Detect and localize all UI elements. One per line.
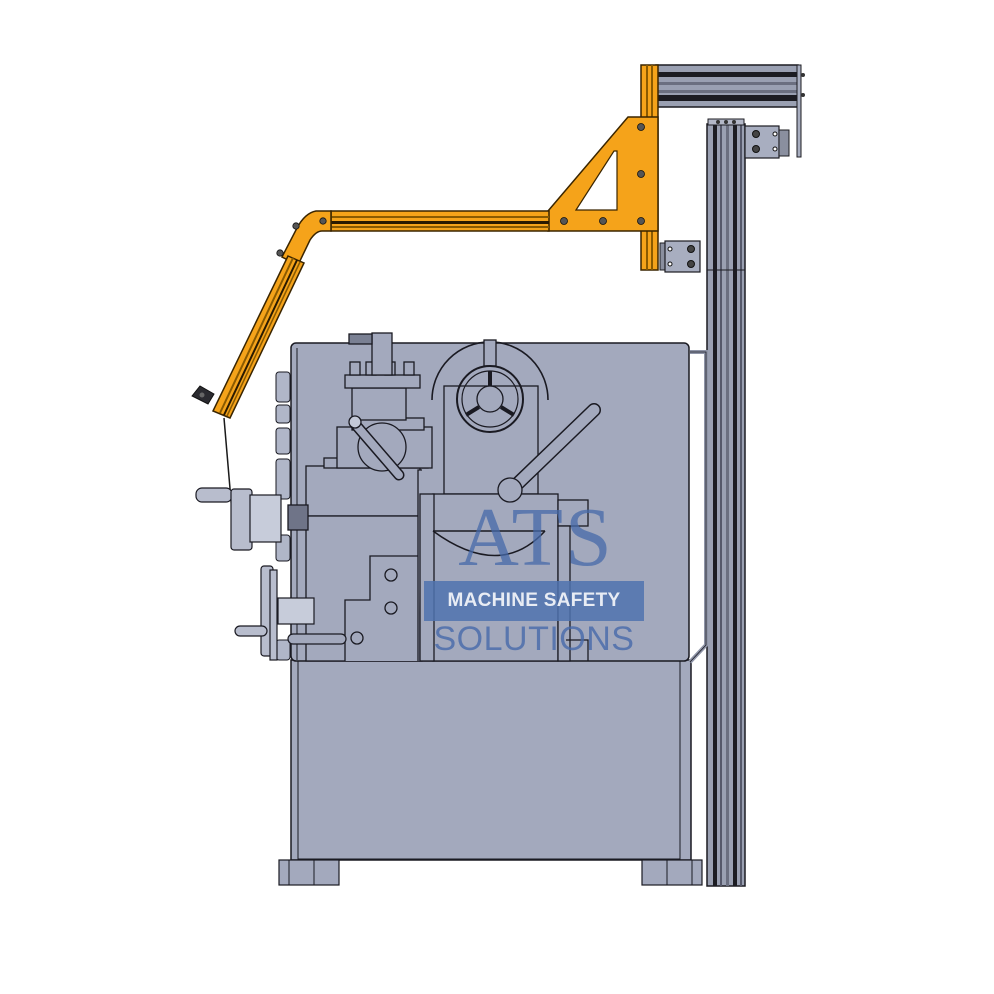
extrusion-column bbox=[706, 118, 746, 887]
compound-rest bbox=[323, 332, 433, 481]
carriage-handwheel bbox=[195, 487, 282, 551]
elbow-joint bbox=[276, 210, 332, 267]
triangular-gusset bbox=[547, 116, 659, 232]
angled-arm-extrusion bbox=[211, 255, 306, 419]
horizontal-arm bbox=[330, 210, 550, 232]
support-rod bbox=[688, 350, 708, 664]
lower-bracket bbox=[659, 240, 701, 273]
headstock bbox=[419, 339, 601, 662]
lathe-base bbox=[278, 659, 703, 886]
upper-bracket bbox=[744, 125, 790, 159]
carriage-apron bbox=[287, 465, 423, 662]
cross-handwheel bbox=[234, 565, 347, 661]
